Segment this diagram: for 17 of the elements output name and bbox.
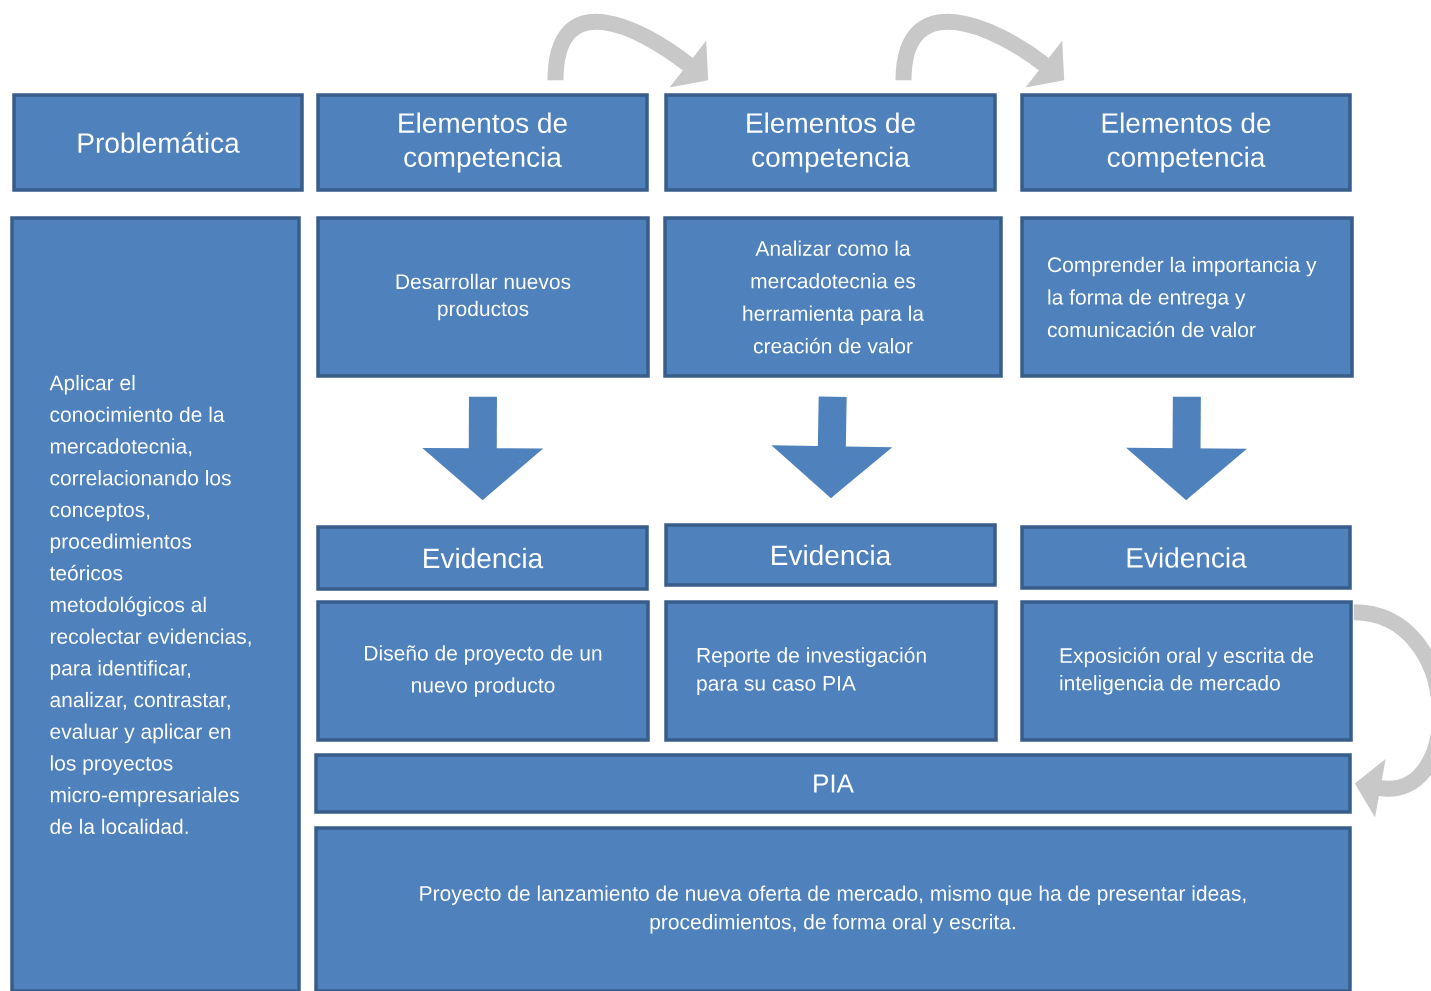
- header-box: Evidencia: [1020, 525, 1352, 590]
- text-box: Diseño de proyecto de un nuevo producto: [316, 600, 650, 742]
- header-box: Evidencia: [664, 523, 997, 587]
- header-box: Elementos de competencia: [664, 93, 997, 192]
- header-box: Elementos de competencia: [316, 93, 649, 192]
- text-box: Reporte de investigación para su caso PIA: [664, 600, 998, 742]
- text-box: Desarrollar nuevos productos: [316, 216, 650, 378]
- header-box: Elementos de competencia: [1020, 93, 1352, 192]
- text-box: Analizar como la mercadotecnia es herramienta para la creación de valor: [663, 216, 1003, 378]
- curved-arrow: [1352, 604, 1431, 818]
- header-box: PIA: [314, 753, 1352, 814]
- text-box: Comprender la importancia y la forma de entrega y comunicación de valor: [1020, 216, 1354, 378]
- text-box: Exposición oral y escrita de inteligencia de mercado: [1020, 600, 1353, 742]
- header-box: Evidencia: [316, 525, 649, 591]
- text-box: Aplicar el conocimiento de la mercadotecnia, correlacionando los conceptos, procedimientos teóricos metodológicos al recolectar evidencias, para identificar, analizar, contrastar, evaluar y aplicar en los proyectos micro-empresariales de la localidad.: [10, 216, 301, 991]
- header-box: Problemática: [12, 93, 304, 192]
- text-box: Proyecto de lanzamiento de nueva oferta de mercado, mismo que ha de presentar ideas, procedimientos, de forma oral y escrita.: [314, 826, 1352, 991]
